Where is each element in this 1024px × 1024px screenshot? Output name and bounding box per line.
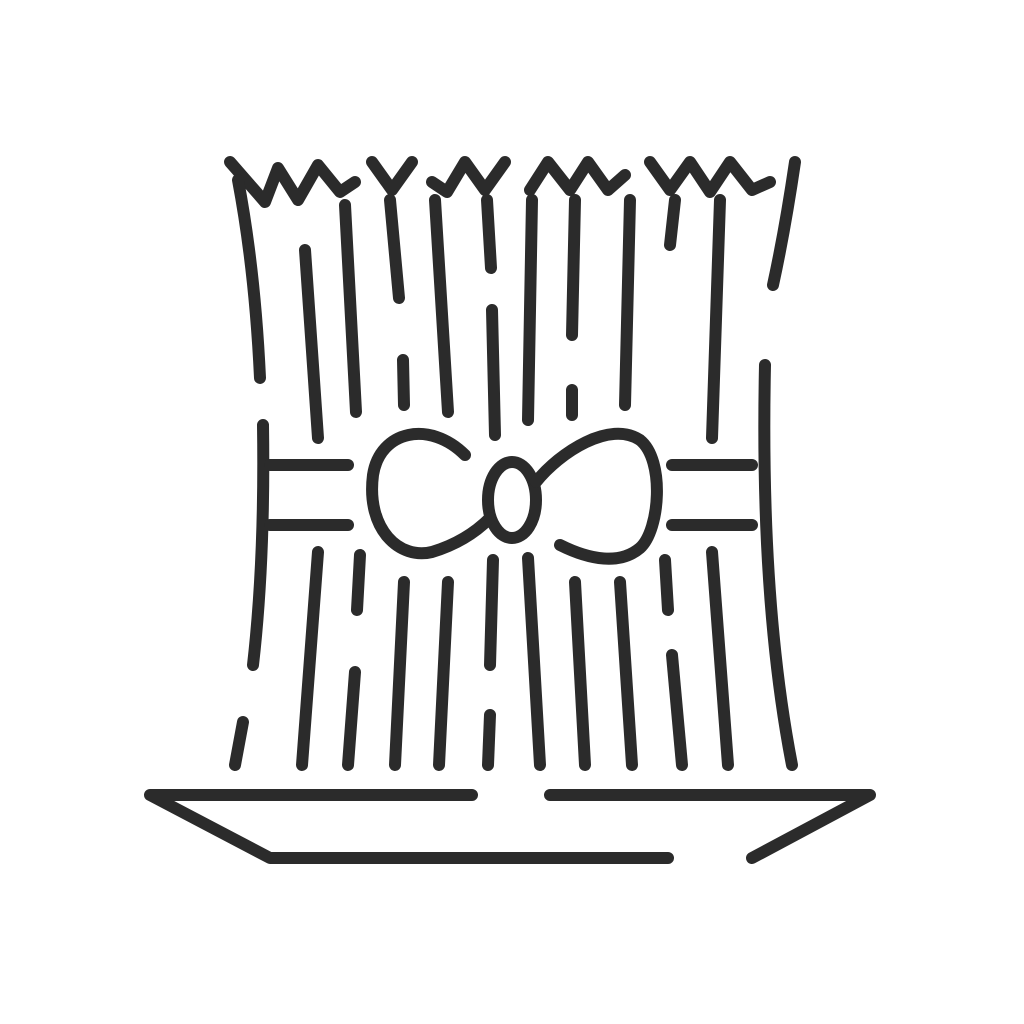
wheat-tips [366,156,418,196]
plate [544,789,876,864]
stalk [433,576,454,771]
stalk [296,546,324,771]
stalk [522,194,538,426]
plate [144,789,674,864]
sheaf-left-edge [229,716,249,771]
stalk [706,546,734,771]
stalk [339,199,362,418]
bow-loop-right [530,427,663,565]
stalk [619,194,636,411]
stalk [481,194,497,274]
wheat-tips [224,156,361,208]
stalk [384,194,405,304]
stalk [659,554,674,616]
stalk [566,194,581,341]
bow-knot [482,456,542,544]
sheaf-right-edge [758,359,798,771]
stalk [342,666,361,771]
stalk [706,194,726,444]
stalk [522,552,546,771]
stalk [484,554,499,671]
stalk [666,649,688,771]
stalk [397,354,410,411]
sheaf-right-edge [767,156,801,291]
sheaf-left-edge [232,174,266,384]
stalk [486,304,501,441]
stalk [351,549,366,616]
wheat-tips [426,156,511,198]
stalk [569,576,591,771]
stalk [429,194,454,418]
bow-loop-left [366,428,496,560]
wheat-tips [644,156,776,198]
stalk [482,709,496,771]
stalk [614,576,638,771]
stalk [664,194,681,251]
sheaf-left-edge [247,419,270,671]
stalk [299,244,324,444]
stalk [389,576,410,771]
wheat-tips [524,156,631,196]
